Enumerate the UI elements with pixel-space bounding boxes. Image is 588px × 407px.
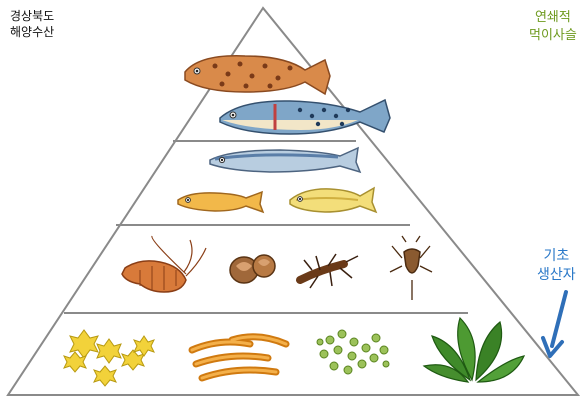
source-label: 경상북도 해양수산 [10,8,54,40]
snail-icon [229,254,276,284]
basal-producer-label: 기초 생산자 [537,247,576,285]
level-invertebrates [121,235,433,300]
pyramid-outline [6,6,581,396]
sardine-fish-icon [209,146,362,174]
orange-algae-highlight [190,335,288,380]
minnow-fish-icon [289,186,378,214]
basal-label-line-1: 기초 [543,248,570,264]
level-producers [63,316,526,387]
yellow-algae-icon [63,329,155,387]
small-fish-icon [177,190,265,214]
water-bug-icon [389,235,433,300]
green-plankton-icon [316,329,390,375]
title-label: 연쇄적 먹이사슬 [529,9,577,45]
title-line-2: 먹이사슬 [529,28,577,43]
insect-larva-icon [296,253,359,289]
basal-label-line-2: 생산자 [537,267,576,283]
seaweed-plant-icon [422,316,526,383]
source-line-1: 경상북도 [10,9,55,23]
title-line-1: 연쇄적 [534,10,571,25]
shrimp-icon [121,235,207,293]
down-arrow-icon [541,290,568,358]
spotted-fish-icon [219,98,391,135]
level-top-predators [184,55,391,135]
grouper-fish-icon [184,55,331,96]
level-small-fish [177,146,378,214]
source-line-2: 해양수산 [10,25,55,39]
